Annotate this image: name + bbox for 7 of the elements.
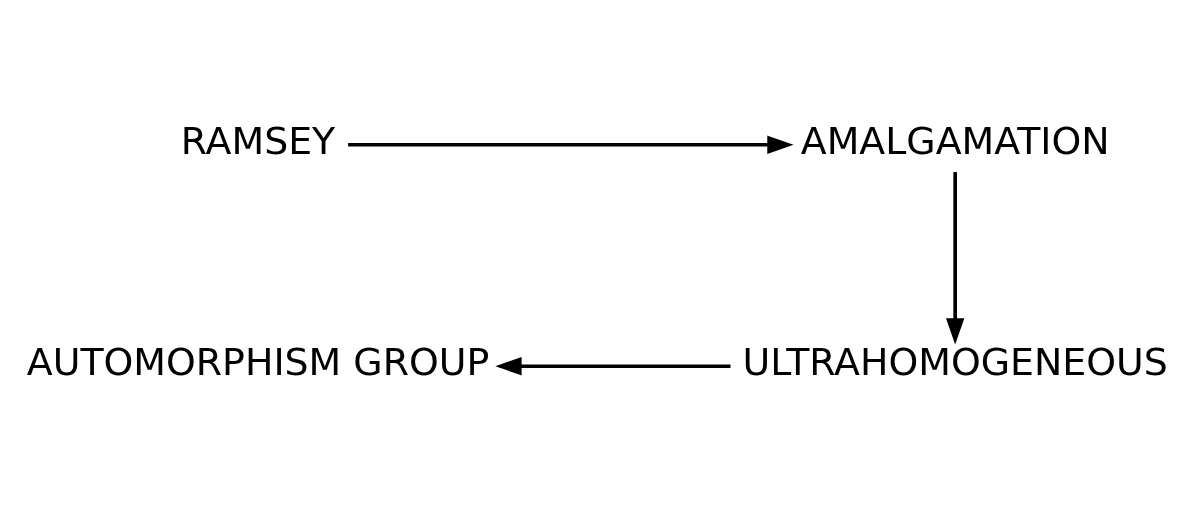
node-text: RAMSEY bbox=[180, 118, 336, 163]
arrow bbox=[348, 135, 794, 154]
node-text: ULTRAHOMOGENEOUS bbox=[742, 339, 1168, 384]
arrow bbox=[945, 171, 965, 344]
node-text: AMALGAMATION bbox=[800, 118, 1110, 163]
node-text: AUTOMORPHISM GROUP bbox=[26, 339, 490, 384]
arrow bbox=[495, 356, 731, 375]
